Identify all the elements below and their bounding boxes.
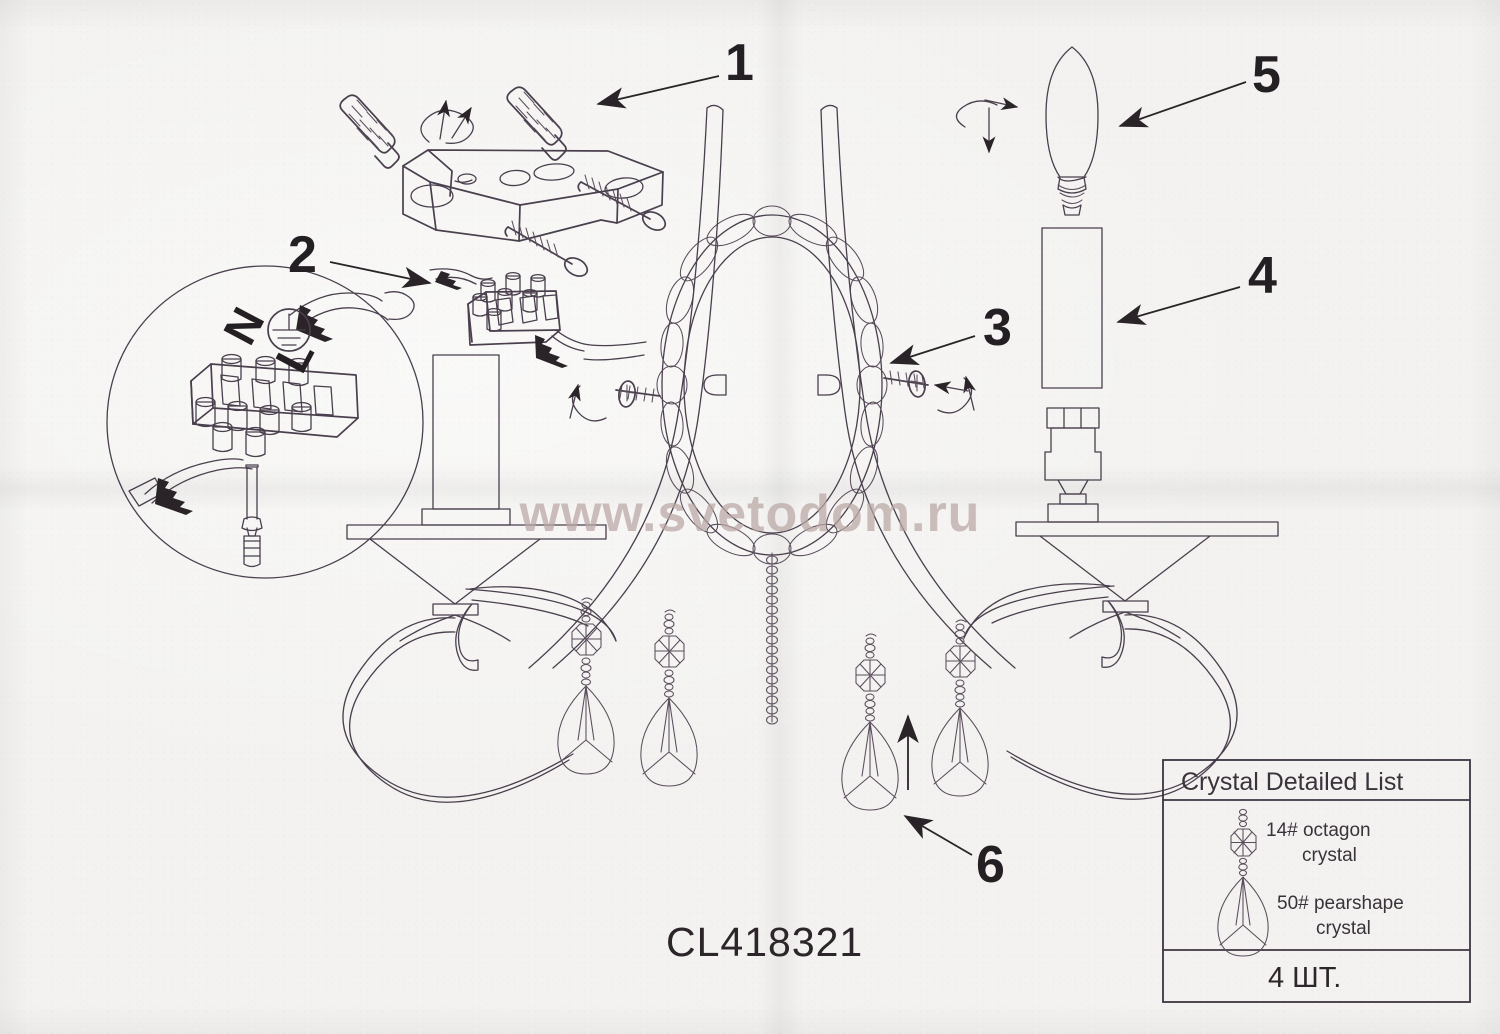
svg-text:14# octagon: 14# octagon bbox=[1266, 820, 1371, 841]
candle-bulb-icon bbox=[1045, 46, 1099, 216]
crystal-pendant-right-2 bbox=[841, 633, 899, 811]
leader-1 bbox=[596, 75, 720, 109]
callout-number-6: 6 bbox=[976, 836, 1005, 894]
legend-name2-pearshape: crystal bbox=[1316, 918, 1371, 939]
leader-5 bbox=[1118, 81, 1247, 128]
oval-backplate bbox=[656, 205, 888, 565]
product-code: CL418321 bbox=[666, 919, 863, 965]
legend-row-pearshape: 50# pearshape crystal bbox=[1277, 893, 1404, 939]
anchor-insert-arrow-icon bbox=[420, 99, 474, 144]
mounting-bracket bbox=[402, 149, 664, 242]
callout-leaders bbox=[329, 75, 1247, 856]
wiring-live-label: L bbox=[265, 331, 324, 380]
legend-row-octagon: 14# octagon crystal bbox=[1266, 820, 1371, 866]
wiring-neutral-label: N bbox=[213, 299, 275, 353]
legend-code-pearshape: 50# bbox=[1277, 893, 1309, 914]
leader-2 bbox=[329, 261, 432, 289]
legend-name2-octagon: crystal bbox=[1302, 845, 1357, 866]
bracket-screw-left-icon bbox=[504, 220, 589, 277]
oval-screw-left-rotation-icon bbox=[568, 383, 607, 422]
crystal-legend-box: Crystal Detailed List 14# octagon crys bbox=[1162, 759, 1471, 1003]
terminal-block bbox=[429, 268, 647, 368]
bracket-screw-right-icon bbox=[577, 174, 667, 231]
legend-name-octagon: octagon bbox=[1303, 820, 1371, 841]
earth-ground-icon bbox=[267, 308, 311, 352]
callout-number-4: 4 bbox=[1248, 247, 1277, 305]
oval-screw-right-pointer-icon bbox=[933, 381, 969, 395]
wall-anchor-left-icon bbox=[339, 94, 400, 169]
callout-number-2: 2 bbox=[288, 226, 317, 284]
bulb-rotation-arrow-icon bbox=[955, 97, 1019, 154]
legend-crystal-illustration bbox=[1217, 808, 1269, 957]
crystal-pendant-left-1 bbox=[557, 597, 615, 775]
leader-6 bbox=[903, 815, 973, 856]
screwdriver-icon bbox=[241, 464, 263, 568]
left-lamp-assembly bbox=[342, 354, 698, 803]
callout-number-3: 3 bbox=[983, 299, 1012, 357]
wall-anchor-right-icon bbox=[506, 86, 567, 161]
wiring-detail-circle: N L bbox=[106, 265, 424, 579]
crystal-pendant-left-2 bbox=[640, 609, 698, 787]
oval-screw-right-rotation-icon bbox=[937, 375, 976, 414]
pull-chain bbox=[765, 552, 779, 725]
crystal-pendant-right-1 bbox=[931, 619, 989, 797]
leader-3 bbox=[889, 335, 976, 366]
oval-screw-left-icon bbox=[615, 380, 661, 408]
legend-name-pearshape: pearshape bbox=[1314, 893, 1404, 914]
legend-quantity: 4 ШТ. bbox=[1268, 962, 1341, 994]
callout-number-5: 5 bbox=[1252, 46, 1281, 104]
oval-screw-right-icon bbox=[883, 370, 929, 398]
legend-code-octagon: 14# bbox=[1266, 820, 1298, 841]
legend-title: Crystal Detailed List bbox=[1181, 768, 1403, 796]
svg-text:50# pearshape: 50# pearshape bbox=[1277, 893, 1404, 914]
callout-number-1: 1 bbox=[725, 34, 754, 92]
leader-4 bbox=[1116, 286, 1241, 325]
lamp-frame-curves bbox=[528, 104, 1016, 669]
right-lamp-assembly bbox=[841, 227, 1279, 811]
